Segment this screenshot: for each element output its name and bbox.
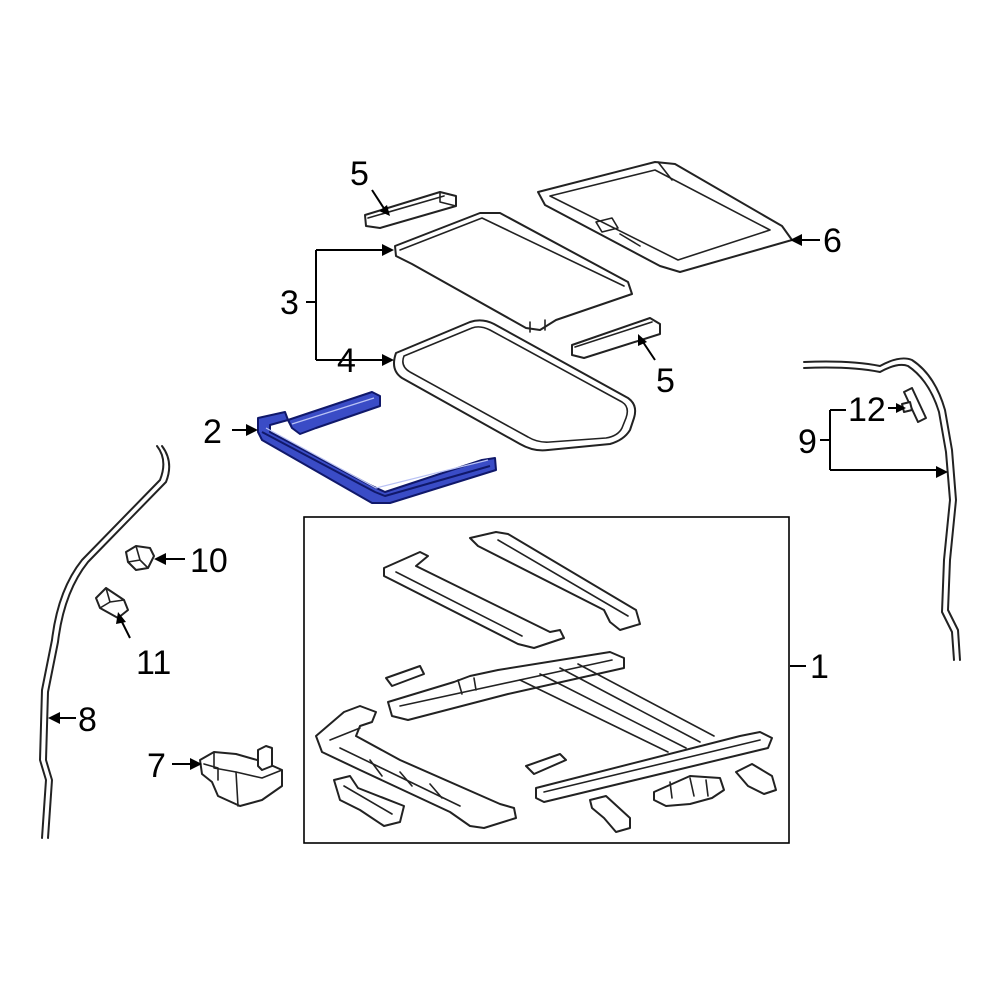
part-2-drain-trough[interactable] — [257, 391, 497, 504]
part-7-motor[interactable] — [199, 745, 283, 807]
callout-numbers: 5 6 3 4 5 2 12 9 10 11 1 8 7 — [78, 155, 886, 785]
callout-3: 3 — [280, 284, 299, 322]
callout-9: 9 — [798, 423, 817, 461]
callout-4: 4 — [337, 342, 356, 380]
callout-7: 7 — [147, 747, 166, 785]
part-4-weatherstrip[interactable] — [393, 319, 637, 452]
leader-lines — [48, 189, 948, 770]
callout-12: 12 — [848, 391, 886, 429]
part-9-right-drain-hose[interactable] — [803, 357, 961, 661]
part-1-box — [303, 516, 790, 844]
part-5-upper-strip[interactable] — [364, 191, 457, 229]
callout-8: 8 — [78, 701, 97, 739]
part-6-sunshade[interactable] — [537, 161, 793, 273]
part-11-clip[interactable] — [95, 587, 129, 619]
part-8-left-drain-hose[interactable] — [39, 445, 171, 839]
callout-6: 6 — [823, 222, 842, 260]
part-10-clip[interactable] — [125, 545, 155, 571]
callout-2: 2 — [203, 413, 222, 451]
part-1-frame-assembly[interactable] — [303, 516, 790, 844]
callout-5-upper: 5 — [350, 155, 369, 193]
callout-1: 1 — [810, 648, 829, 686]
callout-11: 11 — [136, 644, 171, 682]
part-12-clip[interactable] — [901, 387, 927, 423]
callout-10: 10 — [190, 542, 228, 580]
callout-5-lower: 5 — [656, 362, 675, 400]
part-3-glass-panel[interactable] — [394, 212, 633, 333]
part-5-lower-strip[interactable] — [571, 317, 661, 359]
